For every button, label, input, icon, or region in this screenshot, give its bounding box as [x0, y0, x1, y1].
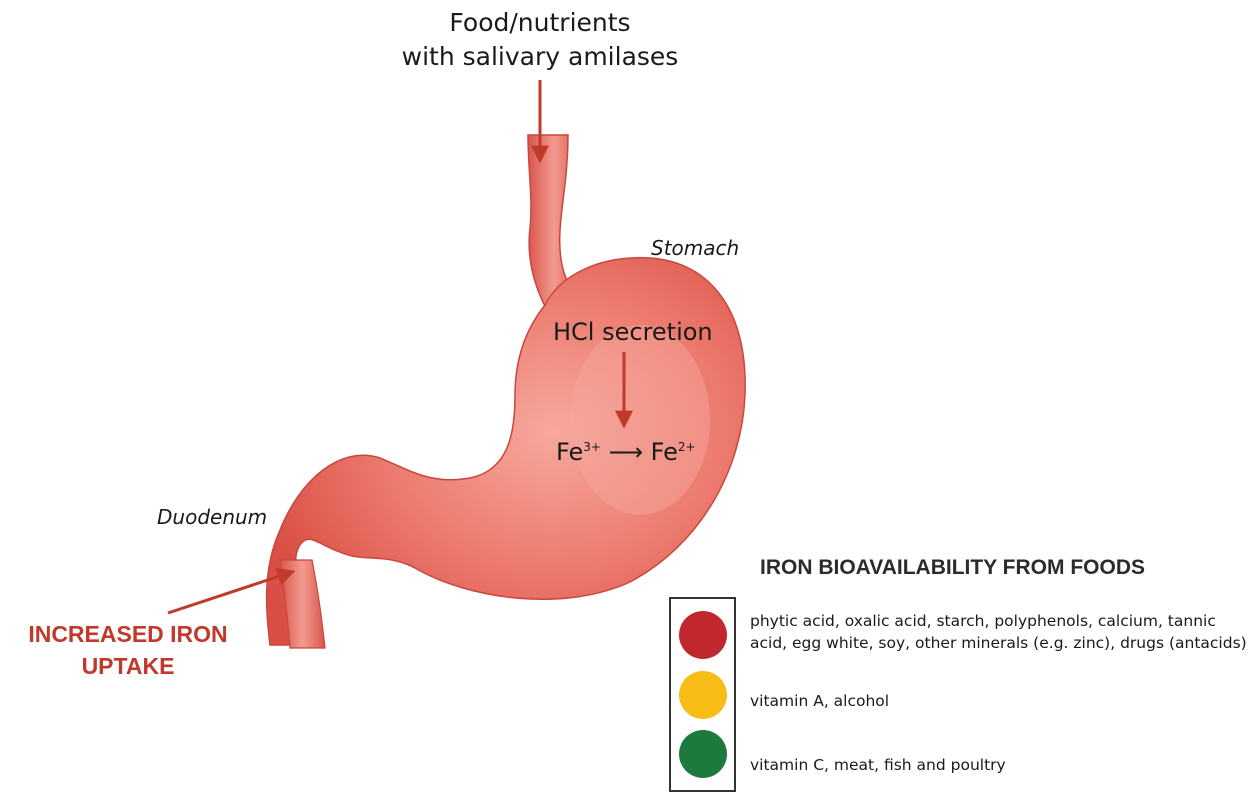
traffic-light	[669, 597, 736, 792]
stomach-label: Stomach	[651, 236, 739, 260]
yellow-light-icon	[679, 671, 727, 719]
red-light-icon	[679, 611, 727, 659]
legend-item-inhibitors: phytic acid, oxalic acid, starch, polyph…	[750, 610, 1247, 654]
increased-iron-uptake-label: INCREASED IRON UPTAKE	[8, 618, 248, 682]
legend-item-moderate: vitamin A, alcohol	[750, 690, 889, 712]
fe-reaction: Fe3+ ⟶ Fe2+	[556, 438, 696, 466]
legend-title: IRON BIOAVAILABILITY FROM FOODS	[760, 556, 1145, 580]
food-label: Food/nutrients with salivary amilases	[360, 6, 720, 74]
hcl-label: HCl secretion	[553, 318, 713, 346]
duodenum-label: Duodenum	[157, 505, 267, 529]
legend-item-enhancers: vitamin C, meat, fish and poultry	[750, 754, 1006, 776]
stomach-highlight	[570, 325, 710, 515]
green-light-icon	[679, 730, 727, 778]
